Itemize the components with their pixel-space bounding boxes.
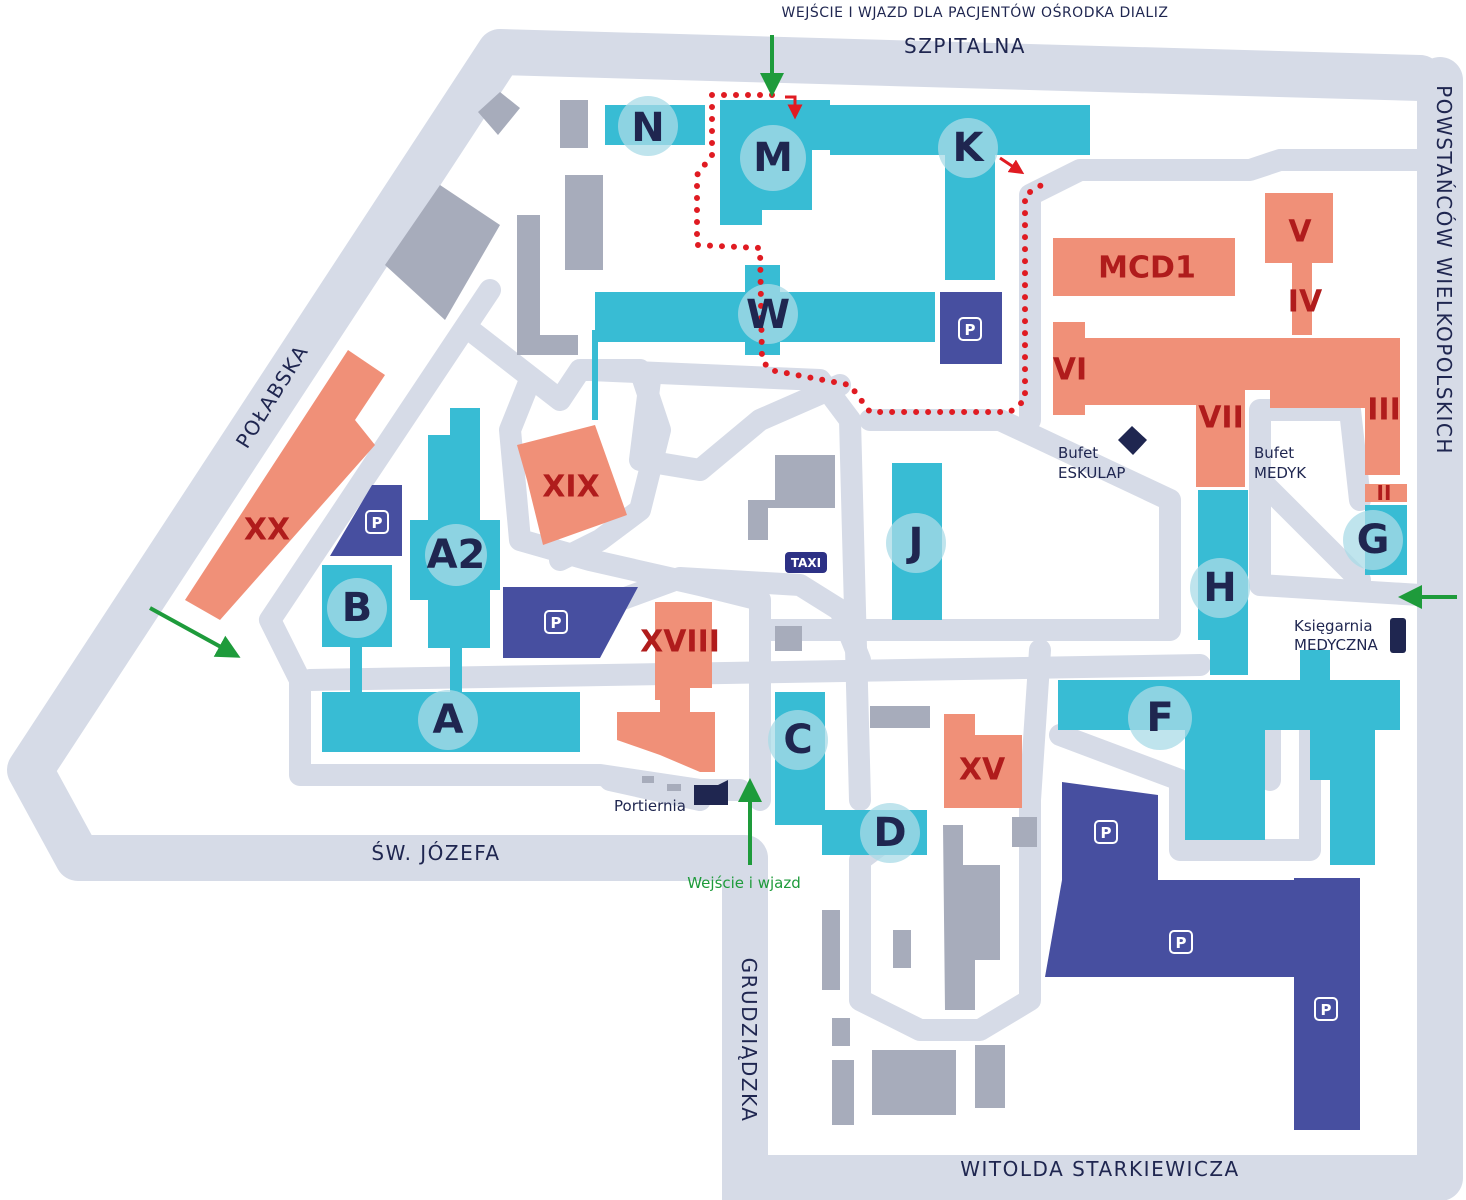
building-mcd1[interactable]: MCD1 xyxy=(1098,251,1196,286)
parking-sign[interactable]: P xyxy=(372,514,383,532)
parking-sign-box xyxy=(958,317,982,341)
street-powstancow: POWSTAŃCÓW WIELKOPOLSKICH xyxy=(1432,85,1456,455)
building-halos xyxy=(327,96,1403,863)
bufet-medyk-label-2: MEDYK xyxy=(1254,464,1307,482)
building-xx[interactable]: XX xyxy=(244,513,290,548)
ksiegarnia-label: Księgarnia xyxy=(1294,617,1373,635)
main-entrance-label: Wejście i wjazd xyxy=(687,874,801,892)
building-xviii[interactable]: XVIII xyxy=(640,625,720,660)
parking-sign-box xyxy=(365,510,389,534)
parking-signs: P P P P P P xyxy=(365,317,1338,1021)
building-xv[interactable]: XV xyxy=(959,753,1006,788)
parking-sign[interactable]: P xyxy=(1101,824,1112,842)
dialysis-route xyxy=(694,92,1048,415)
building-vi[interactable]: VI xyxy=(1053,353,1087,388)
building-ii[interactable]: II xyxy=(1377,481,1392,505)
bufet-eskulap-label-2: ESKULAP xyxy=(1058,464,1125,482)
parking-sign[interactable]: P xyxy=(551,614,562,632)
street-jozefa: ŚW. JÓZEFA xyxy=(371,841,500,865)
roman-buildings xyxy=(185,193,1407,808)
parking-sign[interactable]: P xyxy=(1176,934,1187,952)
entrance-arrow-left xyxy=(149,606,241,658)
building-vii[interactable]: VII xyxy=(1198,401,1244,436)
parking-lots xyxy=(330,292,1360,1130)
street-grudziadzka: GRUDZIĄDZKA xyxy=(737,958,761,1123)
building-iii[interactable]: III xyxy=(1367,393,1401,428)
parking-sign-box xyxy=(1314,997,1338,1021)
building-v[interactable]: V xyxy=(1288,215,1312,250)
building-m[interactable]: M xyxy=(753,135,793,181)
ksiegarnia-label-2: MEDYCZNA xyxy=(1294,636,1378,654)
building-h[interactable]: H xyxy=(1203,565,1236,611)
building-j[interactable]: J xyxy=(906,520,924,566)
taxi-label: TAXI xyxy=(791,556,821,570)
building-a2[interactable]: A2 xyxy=(427,532,486,578)
building-k[interactable]: K xyxy=(953,125,986,171)
parking-sign[interactable]: P xyxy=(965,321,976,339)
bufet-eskulap-label: Bufet xyxy=(1058,444,1098,462)
dialysis-entrance-label: WEJŚCIE I WJAZD DLA PACJENTÓW OŚRODKA DI… xyxy=(782,3,1169,21)
building-xix[interactable]: XIX xyxy=(542,470,599,505)
amenity-labels: Bufet ESKULAP Bufet MEDYK Księgarnia MED… xyxy=(614,444,1378,815)
roads xyxy=(7,29,1463,1200)
building-labels: N M K W A2 B A C D J H G F XX XIX XVIII … xyxy=(244,105,1401,856)
parking-sign-box xyxy=(1169,930,1193,954)
parking-sign-box xyxy=(544,610,568,634)
building-iv[interactable]: IV xyxy=(1288,285,1323,320)
parking-sign[interactable]: P xyxy=(1321,1001,1332,1019)
street-szpitalna: SZPITALNA xyxy=(904,34,1026,58)
portiernia-label: Portiernia xyxy=(614,797,686,815)
building-c[interactable]: C xyxy=(783,717,812,763)
building-w[interactable]: W xyxy=(746,292,790,338)
bufet-medyk-label: Bufet xyxy=(1254,444,1294,462)
building-n[interactable]: N xyxy=(631,105,664,151)
building-a[interactable]: A xyxy=(433,697,464,743)
building-d[interactable]: D xyxy=(873,810,906,856)
route-arrow-m xyxy=(785,95,803,120)
taxi-sign xyxy=(785,552,827,573)
building-f[interactable]: F xyxy=(1146,695,1173,741)
street-starkiewicza: WITOLDA STARKIEWICZA xyxy=(960,1157,1239,1181)
parking-sign-box xyxy=(1094,820,1118,844)
building-b[interactable]: B xyxy=(342,585,373,631)
other-buildings xyxy=(385,92,1406,1125)
building-g[interactable]: G xyxy=(1357,517,1390,563)
route-arrow-k xyxy=(999,156,1025,175)
